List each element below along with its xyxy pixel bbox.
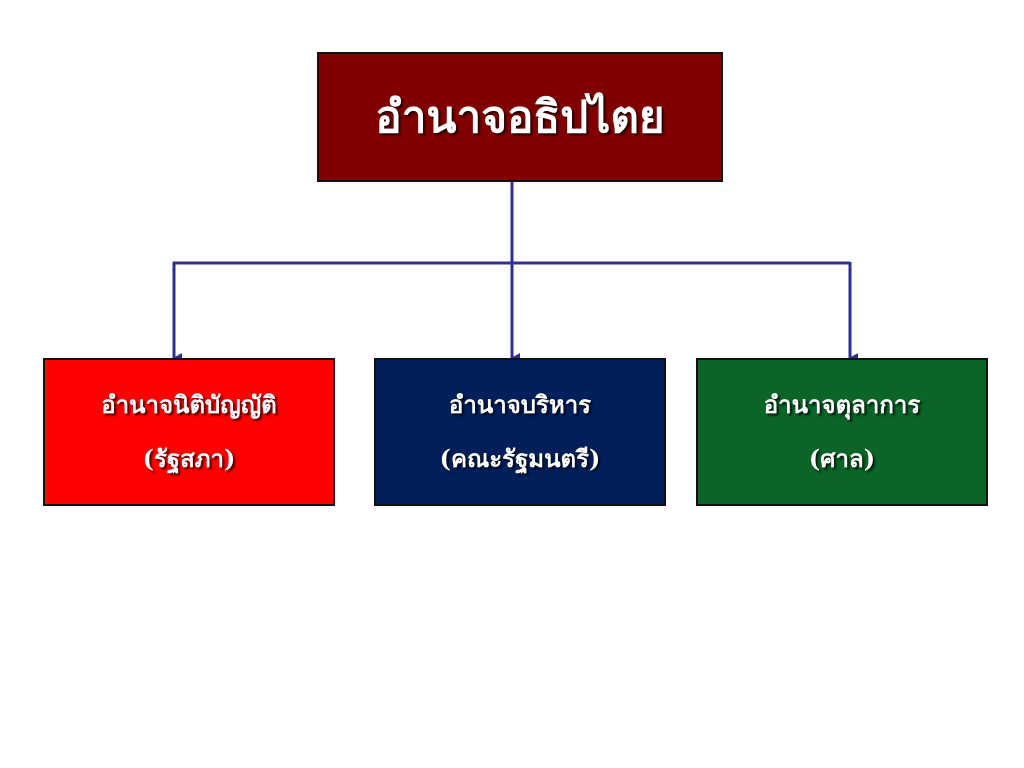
root-node-sovereignty: อำนาจอธิปไตย: [317, 52, 723, 182]
root-node-label: อำนาจอธิปไตย: [375, 92, 665, 143]
node-judicial-power: อำนาจตุลาการ (ศาล): [696, 358, 988, 506]
judicial-title: อำนาจตุลาการ: [763, 390, 921, 419]
executive-subtitle: (คณะรัฐมนตรี): [439, 444, 601, 473]
node-legislative-power: อำนาจนิติบัญญัติ (รัฐสภา): [43, 358, 335, 506]
legislative-title: อำนาจนิติบัญญัติ: [101, 390, 277, 419]
judicial-subtitle: (ศาล): [808, 444, 876, 473]
executive-title: อำนาจบริหาร: [448, 390, 592, 419]
legislative-subtitle: (รัฐสภา): [142, 444, 236, 473]
node-executive-power: อำนาจบริหาร (คณะรัฐมนตรี): [374, 358, 666, 506]
